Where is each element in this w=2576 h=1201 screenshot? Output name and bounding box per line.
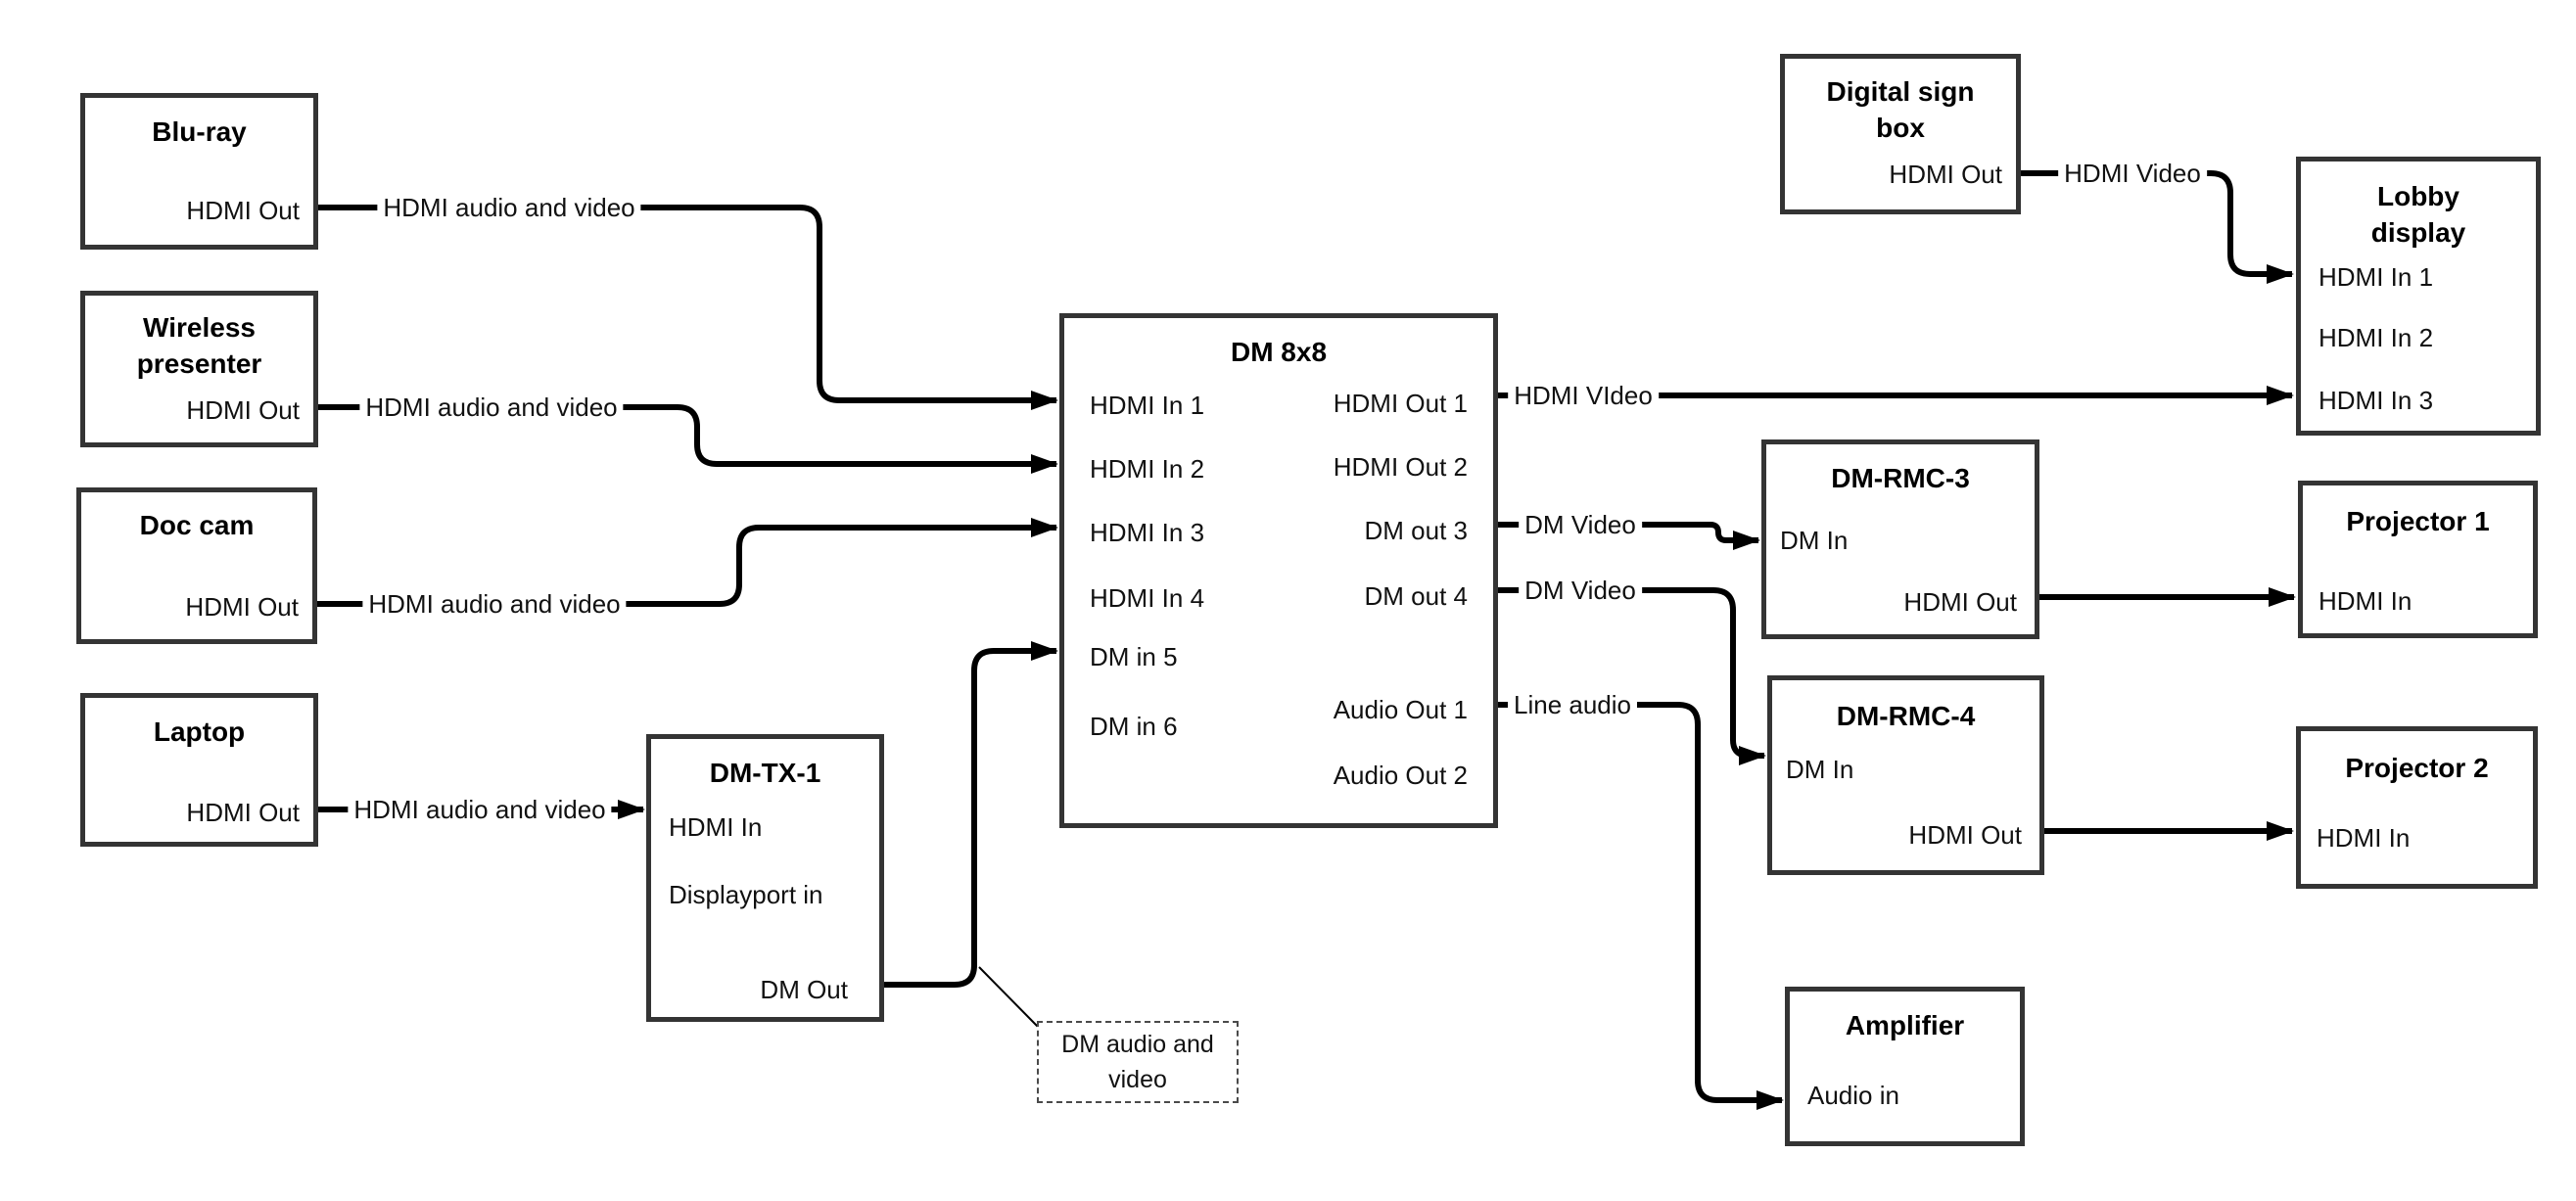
port-hdmi-in-4: HDMI In 4 <box>1090 583 1205 613</box>
port-displayport-in: Displayport in <box>669 880 823 909</box>
node-title-line: Laptop <box>153 716 246 747</box>
node-title-line: Amplifier <box>1845 1010 1965 1040</box>
edge-wireless-presenter-to-dm8x8-in2 <box>318 404 1058 474</box>
node-title: Projector 2 <box>2301 750 2533 786</box>
node-title: Digital sign box <box>1785 73 2016 146</box>
edge-label-dm8x8-audio1-to-amplifier: Line audio <box>1508 689 1637 720</box>
port-dm-out-4: DM out 4 <box>1364 581 1469 611</box>
node-title: DM-TX-1 <box>651 755 879 791</box>
node-dm-rmc-4: DM-RMC-4 DM In HDMI Out <box>1767 675 2044 875</box>
edge-dm8x8-out4-to-dm-rmc-4 <box>1498 587 1766 765</box>
port-hdmi-out: HDMI Out <box>185 592 299 622</box>
node-title-line: DM-RMC-4 <box>1836 701 1976 731</box>
node-title-line: Digital sign <box>1826 76 1975 107</box>
node-title: Lobby display <box>2301 178 2536 251</box>
port-dm-out-3: DM out 3 <box>1364 516 1469 545</box>
node-title-line: display <box>2370 217 2466 248</box>
node-title-line: Projector 2 <box>2345 753 2489 783</box>
annotation-leader-line <box>978 966 1040 1029</box>
port-hdmi-in-2: HDMI In 2 <box>1090 454 1205 484</box>
node-title-line: Doc cam <box>139 510 255 540</box>
annotation-line: video <box>1108 1066 1167 1093</box>
edge-dm8x8-out3-to-dm-rmc-3 <box>1498 522 1760 550</box>
node-title: Laptop <box>85 714 313 750</box>
port-hdmi-in: HDMI In <box>2317 823 2411 853</box>
edge-label-dm8x8-out1-to-lobby-in3: HDMI VIdeo <box>1508 380 1659 411</box>
port-hdmi-in-2: HDMI In 2 <box>2318 323 2434 352</box>
node-title-line: Blu-ray <box>152 116 247 147</box>
node-title-line: Lobby <box>2377 181 2459 211</box>
port-dm-in-6: DM in 6 <box>1090 712 1178 741</box>
port-hdmi-in-1: HDMI In 1 <box>2318 262 2434 292</box>
edge-label-dm8x8-out4-to-dm-rmc-4: DM Video <box>1519 575 1642 606</box>
node-title-line: presenter <box>136 348 262 379</box>
node-title-line: box <box>1876 113 1925 143</box>
edge-blu-ray-to-dm8x8-in1 <box>318 205 1058 410</box>
port-audio-out-2: Audio Out 2 <box>1333 761 1468 790</box>
port-dm-out: DM Out <box>760 975 848 1004</box>
node-title: Wireless presenter <box>85 309 313 382</box>
port-hdmi-out-1: HDMI Out 1 <box>1333 389 1468 418</box>
node-title: DM-RMC-4 <box>1772 698 2039 734</box>
node-dm-rmc-3: DM-RMC-3 DM In HDMI Out <box>1761 439 2039 639</box>
node-title: DM 8x8 <box>1064 334 1493 370</box>
port-hdmi-in-3: HDMI In 3 <box>1090 518 1205 547</box>
edge-dm8x8-audio1-to-amplifier <box>1498 702 1784 1110</box>
port-hdmi-in: HDMI In <box>669 812 763 842</box>
node-title-line: Wireless <box>143 312 256 343</box>
edge-label-laptop-to-dm-tx-1: HDMI audio and video <box>348 794 612 825</box>
port-dm-in: DM In <box>1780 526 1849 555</box>
port-hdmi-out: HDMI Out <box>1889 160 2002 189</box>
port-hdmi-out: HDMI Out <box>1908 820 2022 850</box>
edge-label-dm8x8-out3-to-dm-rmc-3: DM Video <box>1519 509 1642 540</box>
edge-label-wireless-presenter-to-dm8x8-in2: HDMI audio and video <box>359 392 624 423</box>
node-title-line: DM 8x8 <box>1230 337 1328 367</box>
annotation-line: DM audio and <box>1061 1031 1214 1058</box>
edge-dm-tx-1-to-dm8x8-in5 <box>884 641 1058 988</box>
node-projector-2: Projector 2 HDMI In <box>2296 726 2538 889</box>
edge-doc-cam-to-dm8x8-in3 <box>317 518 1058 607</box>
node-title: Blu-ray <box>85 114 313 150</box>
port-dm-in: DM In <box>1786 755 1854 784</box>
port-hdmi-out-2: HDMI Out 2 <box>1333 452 1468 482</box>
port-hdmi-out: HDMI Out <box>186 196 300 225</box>
port-hdmi-in-3: HDMI In 3 <box>2318 386 2434 415</box>
edge-label-digital-sign-to-lobby-in1: HDMI Video <box>2058 158 2207 189</box>
node-title-line: Projector 1 <box>2346 506 2490 536</box>
port-dm-in-5: DM in 5 <box>1090 642 1178 671</box>
port-hdmi-out: HDMI Out <box>1903 587 2017 617</box>
port-hdmi-in: HDMI In <box>2318 586 2412 616</box>
port-hdmi-out: HDMI Out <box>186 395 300 425</box>
node-title: Amplifier <box>1790 1007 2020 1043</box>
node-projector-1: Projector 1 HDMI In <box>2298 481 2538 638</box>
port-hdmi-in-1: HDMI In 1 <box>1090 391 1205 420</box>
port-audio-in: Audio in <box>1807 1081 1899 1110</box>
node-title: Projector 1 <box>2303 503 2533 539</box>
node-title-line: DM-RMC-3 <box>1831 463 1970 493</box>
edge-label-blu-ray-to-dm8x8-in1: HDMI audio and video <box>377 192 641 223</box>
annotation-dm-audio-and-video: DM audio and video <box>1037 1021 1239 1103</box>
node-title: DM-RMC-3 <box>1766 460 2035 496</box>
port-hdmi-out: HDMI Out <box>186 798 300 827</box>
edge-digital-sign-to-lobby-in1 <box>2021 170 2294 284</box>
port-audio-out-1: Audio Out 1 <box>1333 695 1468 724</box>
edge-label-doc-cam-to-dm8x8-in3: HDMI audio and video <box>362 588 627 620</box>
node-title: Doc cam <box>81 507 312 543</box>
node-title-line: DM-TX-1 <box>709 758 821 788</box>
